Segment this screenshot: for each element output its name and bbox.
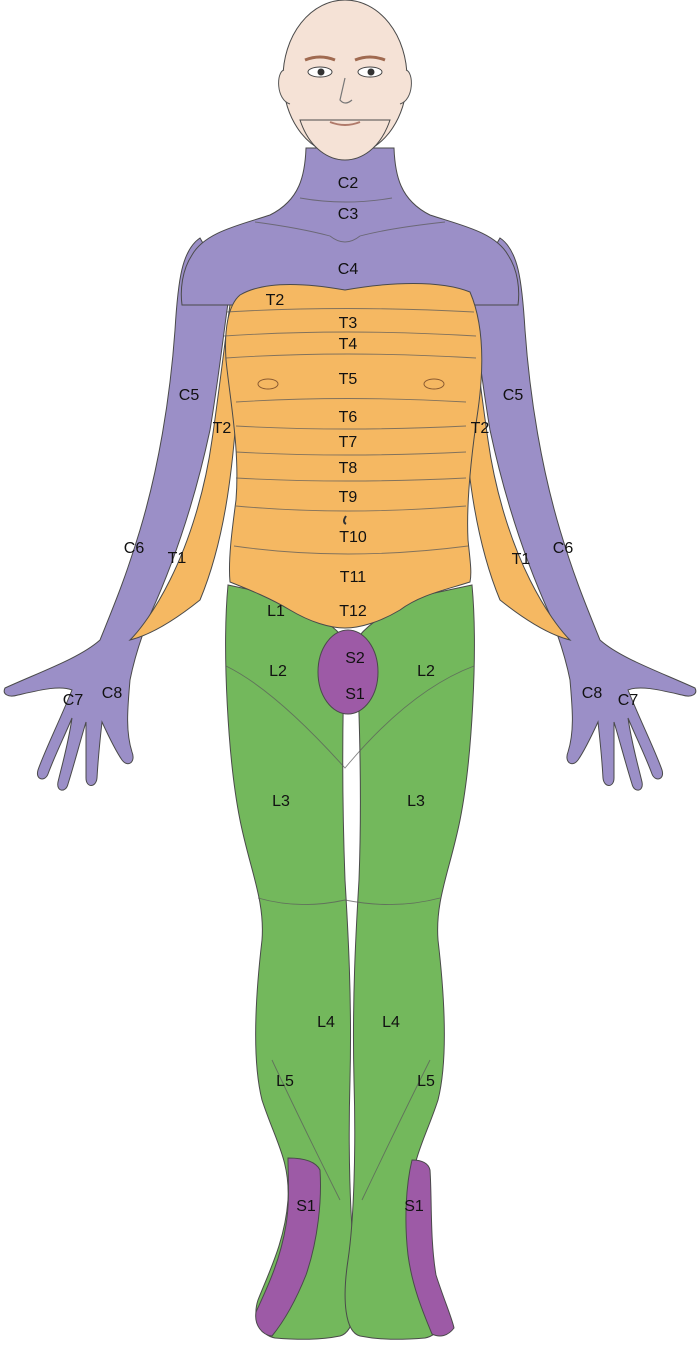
label-t7: T7 (339, 434, 358, 451)
label-right-l5: L5 (276, 1073, 294, 1090)
label-t6: T6 (339, 409, 358, 426)
label-right-foot-s1: S1 (296, 1198, 316, 1215)
label-t4: T4 (339, 336, 358, 353)
label-l1: L1 (267, 603, 285, 620)
label-right-l4: L4 (317, 1014, 335, 1031)
label-left-c7: C7 (618, 692, 639, 709)
label-right-c6: C6 (124, 540, 145, 557)
label-right-t1: T1 (168, 550, 187, 567)
label-c4: C4 (338, 261, 359, 278)
label-t5: T5 (339, 371, 358, 388)
neck-shoulder-region (181, 148, 518, 305)
label-left-l4: L4 (382, 1014, 400, 1031)
label-t12: T12 (339, 603, 367, 620)
label-c2: C2 (338, 175, 359, 192)
label-left-t1: T1 (512, 551, 531, 568)
label-t9: T9 (339, 489, 358, 506)
label-t10: T10 (339, 529, 367, 546)
left-pupil-icon (318, 69, 325, 76)
right-pupil-icon (368, 69, 375, 76)
label-right-c7: C7 (63, 692, 84, 709)
label-s2: S2 (345, 650, 365, 667)
label-left-c8: C8 (582, 685, 603, 702)
label-right-l3: L3 (272, 793, 290, 810)
label-left-l3: L3 (407, 793, 425, 810)
label-left-foot-s1: S1 (404, 1198, 424, 1215)
label-left-l2: L2 (417, 663, 435, 680)
label-left-arm-t2: T2 (471, 420, 490, 437)
label-t11: T11 (340, 569, 366, 586)
label-c3: C3 (338, 206, 359, 223)
label-left-c5: C5 (503, 387, 524, 404)
label-right-l2: L2 (269, 663, 287, 680)
label-t3: T3 (339, 315, 358, 332)
label-right-c5: C5 (179, 387, 200, 404)
label-left-l5: L5 (417, 1073, 435, 1090)
label-right-c8: C8 (102, 685, 123, 702)
label-genital-s1: S1 (345, 686, 365, 703)
label-chest-t2: T2 (266, 292, 285, 309)
label-right-arm-t2: T2 (213, 420, 232, 437)
label-t8: T8 (339, 460, 358, 477)
label-left-c6: C6 (553, 540, 574, 557)
